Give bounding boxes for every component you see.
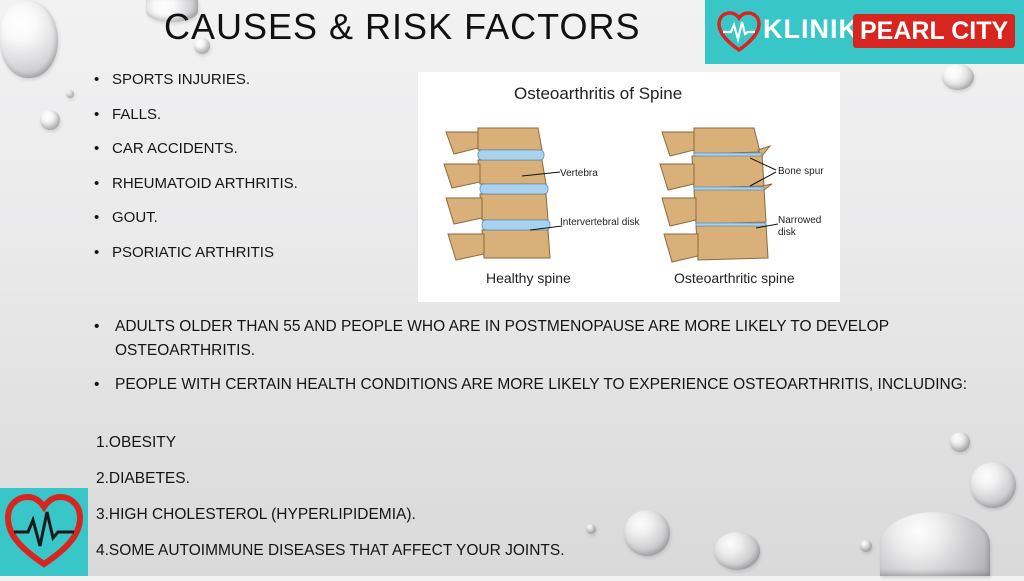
bullet-icon: • (94, 243, 100, 261)
bullet-icon: • (94, 105, 100, 123)
bullet-icon: • (94, 140, 100, 157)
water-drop-decoration (970, 462, 1016, 508)
heart-pulse-icon (717, 11, 761, 53)
list-item: •Sports injuries. (94, 68, 298, 103)
bullet-icon: • (94, 209, 100, 226)
water-drop-decoration (950, 432, 970, 452)
risk-point: • People with certain health conditions … (94, 373, 974, 397)
condition-item: 4.Some autoimmune diseases that affect y… (96, 542, 565, 559)
water-drop-decoration (586, 524, 596, 534)
list-item: •Psoriatic arthritis (94, 241, 298, 276)
water-drop-decoration (860, 540, 872, 552)
water-drop-decoration (0, 0, 58, 78)
condition-item: 3.High cholesterol (hyperlipidemia). (96, 506, 416, 523)
list-item: •Rheumatoid arthritis. (94, 172, 298, 207)
causes-list: •Sports injuries. •Falls. •Car accidents… (94, 68, 298, 275)
label-intervertebral-disk: Intervertebral disk (560, 217, 640, 228)
narrowed-disk-pointer-icon (756, 223, 779, 229)
osteoarthritic-spine-drawing (659, 127, 773, 263)
spine-illustration: Osteoarthritis of Spine Vertebra Interve… (418, 72, 840, 302)
condition-item: 2.Diabetes. (96, 470, 190, 487)
slide-title: Causes & Risk Factors (164, 6, 641, 47)
list-item: •Falls. (94, 103, 298, 138)
caption-osteoarthritic-spine: Osteoarthritic spine (674, 270, 795, 286)
vertebra-pointer-icon (522, 171, 561, 177)
water-drop-decoration (942, 64, 974, 90)
logo-klinik-text: KLINIK (763, 14, 859, 44)
disk-pointer-icon (530, 225, 563, 231)
water-drop-decoration (66, 90, 74, 98)
label-vertebra: Vertebra (560, 168, 598, 179)
corner-logo (0, 488, 88, 576)
water-drop-decoration (880, 512, 990, 576)
water-drop-decoration (40, 110, 60, 130)
bullet-icon: • (94, 174, 100, 192)
logo-pearl-city-text: PEARL CITY (853, 14, 1016, 48)
bullet-icon: • (94, 376, 100, 393)
list-item: •Gout. (94, 206, 298, 241)
healthy-spine-drawing (443, 127, 551, 261)
list-item: •Car accidents. (94, 137, 298, 172)
risk-point: • Adults older than 55 and people who ar… (94, 315, 974, 363)
bullet-icon: • (94, 71, 100, 88)
clinic-logo: KLINIK PEARL CITY (705, 0, 1024, 64)
figure-title: Osteoarthritis of Spine (514, 84, 683, 103)
bone-spur-pointer-icon (750, 157, 777, 187)
water-drop-decoration (624, 510, 670, 556)
water-drop-decoration (194, 38, 210, 54)
water-drop-decoration (714, 532, 760, 570)
water-drop-decoration (146, 0, 198, 22)
bullet-icon: • (94, 318, 100, 335)
label-bone-spur: Bone spur (778, 166, 824, 177)
heart-pulse-icon (4, 493, 84, 568)
caption-healthy-spine: Healthy spine (486, 270, 571, 286)
label-narrowed-disk: Narrowed disk (778, 215, 822, 238)
condition-item: 1.Obesity (96, 434, 177, 451)
